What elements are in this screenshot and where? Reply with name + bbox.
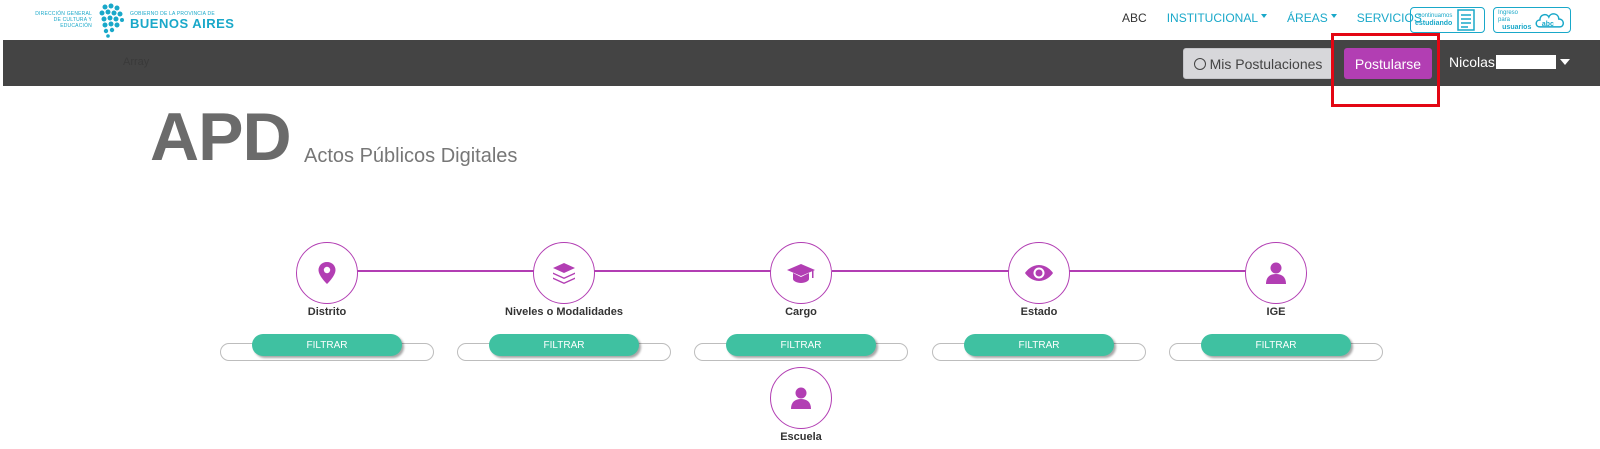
- svg-text:abc: abc: [1542, 21, 1554, 28]
- top-header: DIRECCIÓN GENERAL DE CULTURA Y EDUCACIÓN…: [0, 0, 1600, 40]
- step-label-distrito: Distrito: [307, 306, 347, 318]
- chevron-down-icon: [1330, 14, 1337, 18]
- page-subtitle: Actos Públicos Digitales: [304, 145, 518, 167]
- step-cargo[interactable]: [770, 242, 832, 304]
- nav-abc[interactable]: ABC: [1122, 11, 1147, 25]
- page-title: APD: [150, 99, 292, 175]
- user-name: Nicolas: [1449, 54, 1495, 70]
- user-icon: [1266, 262, 1286, 284]
- highlight-annotation: [1331, 33, 1440, 107]
- nav-servicios[interactable]: SERVICIOS: [1356, 11, 1422, 25]
- site-logo[interactable]: DIRECCIÓN GENERAL DE CULTURA Y EDUCACIÓN…: [30, 2, 234, 38]
- badge1-text: continuamos estudiando: [1415, 13, 1452, 27]
- province-map-icon: [99, 3, 124, 38]
- badge2-line1: Ingreso para: [1498, 9, 1519, 23]
- filter-button-estado[interactable]: FILTRAR: [964, 334, 1114, 356]
- ingreso-usuarios-button[interactable]: Ingreso para usuarios abc: [1493, 7, 1571, 33]
- step-label-cargo: Cargo: [785, 306, 817, 318]
- redacted-surname: [1495, 55, 1556, 69]
- step-connector: [1069, 270, 1246, 272]
- badge2-line2: usuarios: [1502, 23, 1532, 31]
- continuamos-estudiando-button[interactable]: continuamos estudiando: [1410, 7, 1485, 33]
- document-icon: [1457, 9, 1476, 31]
- badge1-line1: continuamos: [1418, 13, 1453, 19]
- user-menu[interactable]: Nicolas: [1449, 54, 1570, 70]
- mis-postulaciones-button[interactable]: Mis Postulaciones: [1183, 48, 1333, 79]
- nav-institucional-label: INSTITUCIONAL: [1166, 11, 1259, 25]
- eye-icon: [1025, 265, 1053, 281]
- filter-button-ige[interactable]: FILTRAR: [1201, 334, 1351, 356]
- step-label-niveles: Niveles o Modalidades: [505, 306, 623, 318]
- filter-button-distrito[interactable]: FILTRAR: [252, 334, 402, 356]
- mis-postulaciones-label: Mis Postulaciones: [1209, 55, 1323, 72]
- logo-dgce-text: DIRECCIÓN GENERAL DE CULTURA Y EDUCACIÓN: [35, 11, 92, 29]
- step-niveles[interactable]: [533, 242, 595, 304]
- postularse-button[interactable]: Postularse: [1344, 48, 1432, 79]
- step-ige[interactable]: [1245, 242, 1307, 304]
- logo-gov-text: GOBIERNO DE LA PROVINCIA DE BUENOS AIRES: [130, 11, 234, 30]
- filter-button-niveles[interactable]: FILTRAR: [489, 334, 639, 356]
- circle-icon: [1193, 57, 1206, 70]
- step-distrito[interactable]: [296, 242, 358, 304]
- step-label-ige: IGE: [1266, 306, 1286, 318]
- abc-cloud-icon: abc: [1535, 13, 1565, 28]
- map-marker-icon: [318, 262, 336, 284]
- graduation-cap-icon: [787, 264, 815, 283]
- array-label: Array: [123, 56, 150, 68]
- nav-areas-label: ÁREAS: [1287, 11, 1328, 25]
- chevron-down-icon: [1261, 14, 1268, 18]
- nav-institucional[interactable]: INSTITUCIONAL: [1166, 11, 1268, 25]
- user-icon: [791, 387, 811, 409]
- logo-gov-big: BUENOS AIRES: [130, 15, 235, 31]
- nav-areas[interactable]: ÁREAS: [1287, 11, 1337, 25]
- step-label-escuela: Escuela: [780, 431, 822, 443]
- step-escuela[interactable]: [770, 367, 832, 429]
- logo-gov-small: GOBIERNO DE LA PROVINCIA DE: [130, 10, 215, 17]
- layers-icon: [553, 263, 575, 284]
- filter-button-cargo[interactable]: FILTRAR: [726, 334, 876, 356]
- chevron-down-icon: [1559, 59, 1570, 65]
- step-connector: [832, 270, 1009, 272]
- badge1-line2: estudiando: [1415, 20, 1453, 27]
- step-estado[interactable]: [1008, 242, 1070, 304]
- step-connector: [594, 270, 772, 272]
- badge2-text: Ingreso para usuarios: [1498, 10, 1531, 31]
- step-connector: [357, 270, 535, 272]
- top-nav: ABC INSTITUCIONAL ÁREAS SERVICIOS: [1110, 0, 1442, 36]
- step-label-estado: Estado: [1020, 306, 1058, 318]
